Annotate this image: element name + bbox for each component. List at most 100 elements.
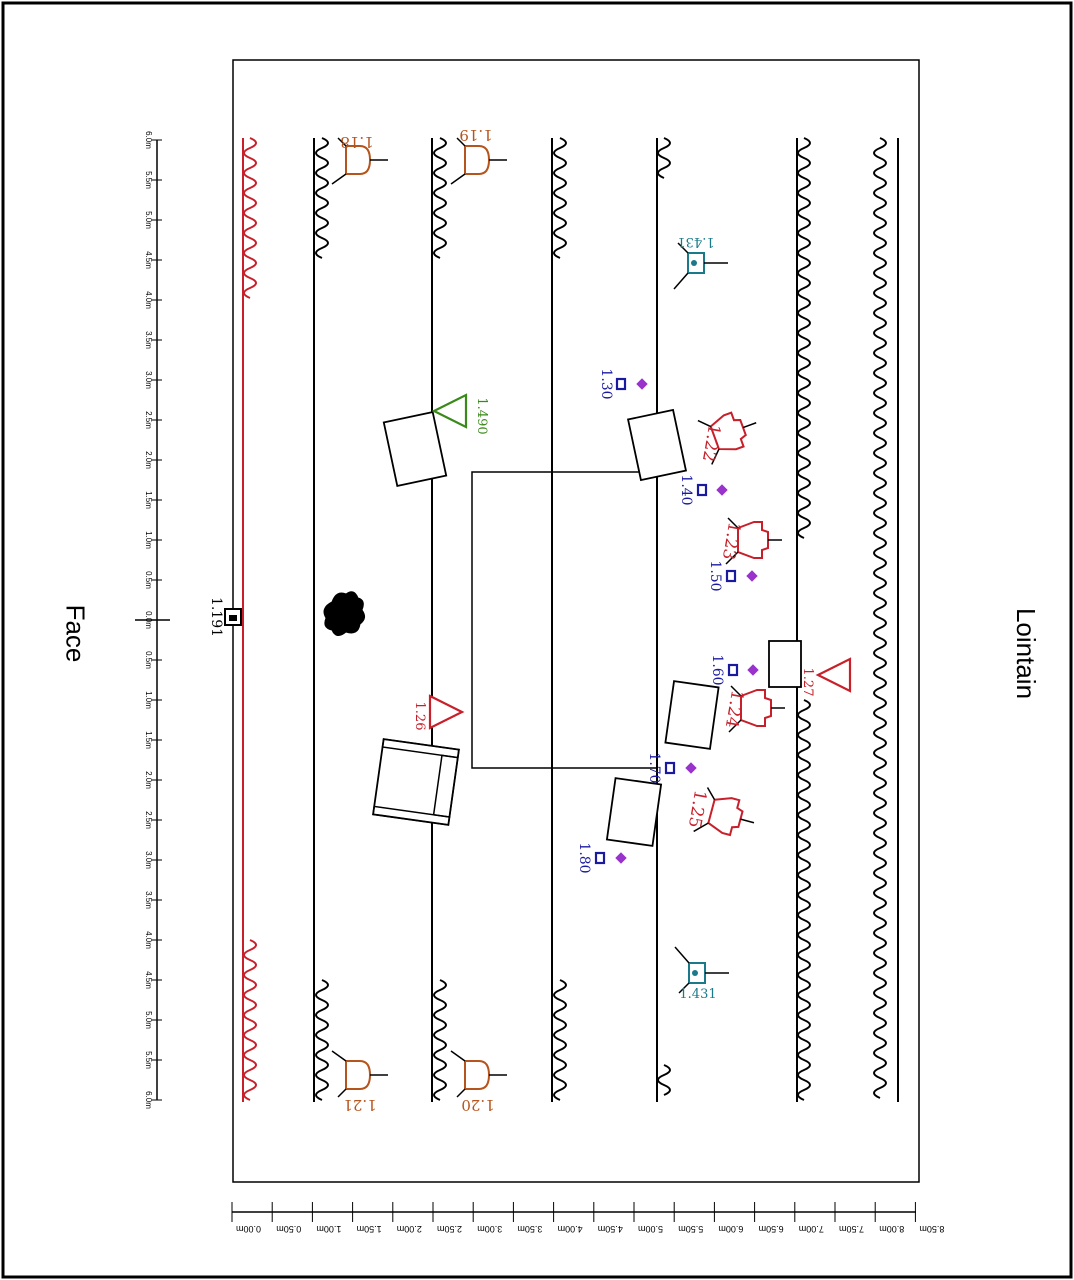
depth-tick-label: 0.50m [276, 1224, 301, 1234]
width-tick-label: 3.5m [144, 891, 153, 909]
sofa [372, 738, 460, 826]
fixture-label: 1.431 [679, 987, 716, 1002]
set-piece [382, 410, 448, 488]
fresnel-yoke [742, 422, 757, 429]
par-lens [691, 260, 697, 266]
profile-stem [456, 1088, 466, 1098]
width-tick-label: 5.0m [144, 211, 153, 229]
depth-tick-label: 2.00m [397, 1224, 422, 1234]
curtain [315, 137, 329, 259]
depth-tick-label: 5.00m [638, 1224, 663, 1234]
par-stem [677, 242, 689, 254]
depth-tick-label: 0.00m [236, 1224, 261, 1234]
fixture-label: 1.191 [208, 597, 224, 637]
curtain [243, 137, 257, 299]
width-tick-label: 2.0m [144, 451, 153, 469]
profile-stem [331, 1050, 347, 1062]
curtain [797, 137, 811, 539]
curtain [873, 137, 887, 1099]
depth-tick-label: 3.00m [477, 1224, 502, 1234]
fresnel-fixture-icon [728, 685, 785, 733]
fixture-label: 1.22 [698, 422, 724, 463]
width-tick-label: 0.0m [144, 611, 153, 629]
fresnel-stem [693, 822, 709, 833]
profile-fixture-icon [450, 137, 507, 185]
profile-body [464, 145, 491, 175]
width-tick-label: 3.0m [144, 371, 153, 389]
fresnel-body [709, 411, 747, 451]
sofa-arm [381, 738, 460, 759]
central-platform [471, 471, 658, 769]
small-unit-icon [664, 761, 676, 775]
fresnel-body [707, 797, 744, 837]
triangle-fixture-icon [428, 694, 465, 730]
width-tick-label: 0.5m [144, 571, 153, 589]
width-tick-label: 1.0m [144, 531, 153, 549]
width-tick-label: 3.5m [144, 331, 153, 349]
depth-tick-label: 3.50m [517, 1224, 542, 1234]
depth-tick-label: 4.50m [598, 1224, 623, 1234]
width-tick-label: 1.5m [144, 731, 153, 749]
width-tick-label: 1.0m [144, 691, 153, 709]
curtain [657, 137, 671, 179]
width-tick-label: 4.0m [144, 291, 153, 309]
width-tick-label: 5.0m [144, 1011, 153, 1029]
fresnel-stem [725, 551, 739, 565]
fixture-label: 1.18 [340, 133, 373, 151]
profile-fixture-icon [331, 137, 388, 185]
fresnel-fixture-icon [697, 411, 757, 465]
depth-tick-label: 1.00m [316, 1224, 341, 1234]
width-tick-label: 3.0m [144, 851, 153, 869]
spot-lens [229, 615, 237, 621]
curtain [797, 699, 811, 1101]
profile-stem [331, 173, 347, 185]
par-stem [678, 982, 690, 994]
sofa-back [432, 754, 459, 818]
fixture-label: 1.23 [718, 520, 744, 561]
dark-shape [323, 591, 366, 636]
profile-fixture-icon [450, 1050, 507, 1098]
par-fixture-icon [674, 946, 729, 994]
par-fixture-icon [673, 242, 728, 290]
fixture-label: 1.50 [707, 560, 723, 591]
curtain [243, 939, 257, 1101]
depth-tick-label: 8.00m [879, 1224, 904, 1234]
fixture-label: 1.30 [598, 368, 614, 399]
triangle-fixture-icon [431, 393, 468, 429]
curtain [315, 979, 329, 1101]
sofa-arm [372, 805, 451, 826]
fixture-label: 1.490 [474, 397, 489, 434]
par-lens [692, 970, 698, 976]
width-tick-label: 6.0m [144, 131, 153, 149]
profile-body [464, 1060, 491, 1090]
fixture-label: 1.431 [677, 234, 714, 249]
depth-tick-label: 6.00m [718, 1224, 743, 1234]
props [323, 408, 802, 847]
profile-stem [456, 137, 466, 147]
width-tick-label: 4.0m [144, 931, 153, 949]
set-piece [768, 640, 802, 688]
curtain [433, 979, 447, 1101]
fixture-label: 1.19 [459, 126, 492, 144]
profile-stem [337, 137, 347, 147]
fresnel-body [737, 521, 769, 559]
fixture-label: 1.26 [412, 702, 427, 731]
width-tick-label: 1.5m [144, 491, 153, 509]
par-stem [674, 946, 690, 964]
profile-stem [450, 1050, 466, 1062]
fixture-label: 1.40 [678, 474, 694, 505]
fresnel-stem [727, 517, 739, 529]
fresnel-stem [730, 685, 742, 697]
battens [242, 137, 899, 1102]
spot-fixture-icon [224, 608, 242, 626]
width-tick-label: 4.5m [144, 971, 153, 989]
depth-tick-label: 1.50m [357, 1224, 382, 1234]
set-piece [605, 777, 663, 847]
small-unit-icon [727, 663, 739, 677]
curtain [433, 137, 447, 259]
width-tick-label: 5.5m [144, 1051, 153, 1069]
profile-body [345, 1060, 372, 1090]
small-unit-icon [725, 569, 737, 583]
